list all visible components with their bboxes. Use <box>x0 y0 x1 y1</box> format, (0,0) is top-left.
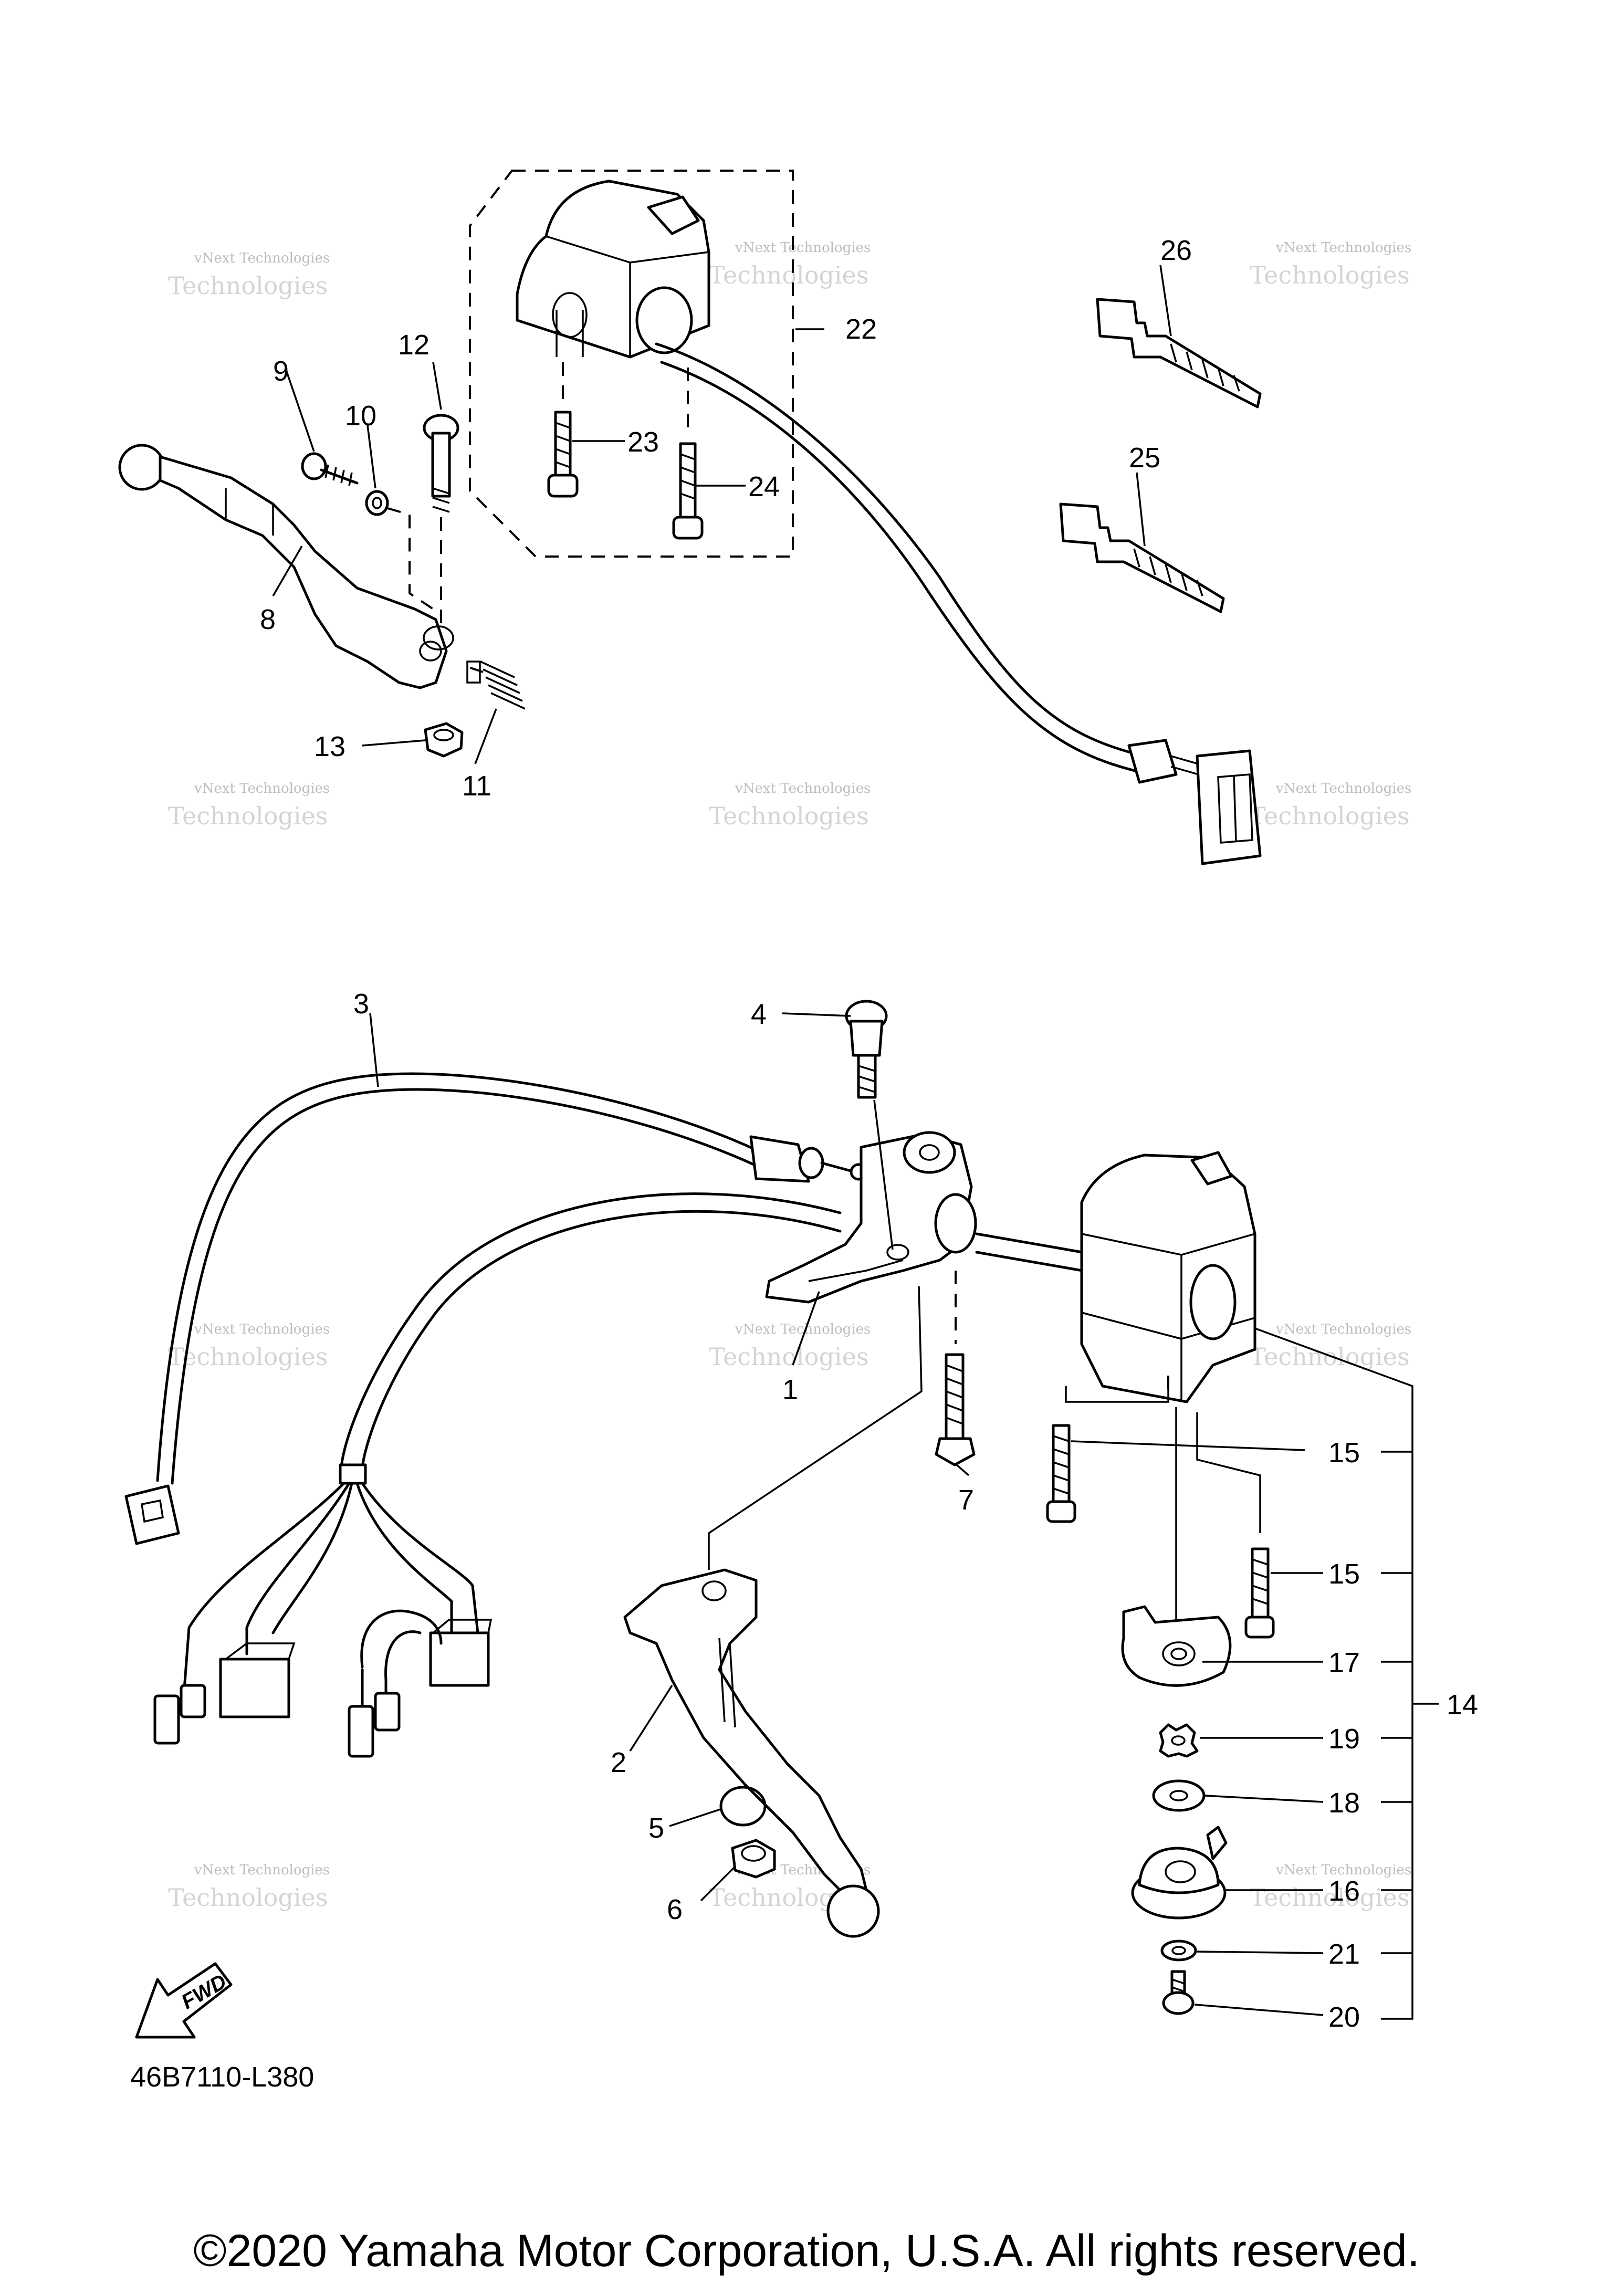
brake-lever-2 <box>623 1286 923 1938</box>
watermark-text: vNext Technologies <box>194 1862 330 1878</box>
watermark: vNext Technologies Technologies <box>709 240 871 289</box>
callout-14: 14 <box>1447 1689 1478 1721</box>
callout-18: 18 <box>1328 1787 1360 1819</box>
cable-tie-25 <box>1059 502 1225 613</box>
knob-16 <box>1131 1826 1228 1920</box>
upper-leaders <box>272 265 1172 764</box>
callout-1: 1 <box>782 1374 798 1406</box>
watermark: vNext Technologies Technologies <box>1250 240 1411 289</box>
callout-labels: 9 10 12 8 13 11 22 23 24 26 25 3 4 1 7 2… <box>260 235 1478 2033</box>
connector-22 <box>1196 749 1262 865</box>
switch-housing-17 <box>1121 1605 1232 1687</box>
cable-3 <box>124 1072 867 1545</box>
watermark: vNext Technologies Technologies <box>1250 1322 1411 1371</box>
callout-2: 2 <box>611 1747 626 1778</box>
watermark: vNext Technologies Technologies <box>168 1862 330 1912</box>
watermark-text: vNext Technologies <box>1275 1322 1411 1337</box>
callout-6: 6 <box>667 1894 683 1925</box>
callout-25: 25 <box>1129 442 1160 474</box>
collar-10 <box>365 490 442 615</box>
nut-13 <box>424 722 464 758</box>
callout-24: 24 <box>748 471 780 502</box>
watermark-text: vNext Technologies <box>735 1322 871 1337</box>
watermark-text: vNext Technologies <box>194 1322 330 1337</box>
callout-17: 17 <box>1328 1647 1360 1679</box>
handlebar-switch-22 <box>516 180 710 359</box>
watermark: vNext Technologies Technologies <box>168 250 330 300</box>
switch-group-boundary <box>469 170 794 558</box>
lower-leaders <box>369 1012 1439 2020</box>
callout-8: 8 <box>260 604 276 635</box>
callout-20: 20 <box>1328 2001 1360 2033</box>
watermark-text: Technologies <box>709 261 868 289</box>
callout-9: 9 <box>273 355 289 387</box>
bolt-12 <box>423 414 459 630</box>
callout-11: 11 <box>462 770 491 802</box>
screw-15-left <box>1046 1386 1169 1523</box>
callout-12: 12 <box>398 329 430 361</box>
watermark: vNext Technologies Technologies <box>168 781 330 830</box>
callout-16: 16 <box>1328 1875 1360 1907</box>
watermark-text: Technologies <box>1250 1883 1409 1912</box>
watermark-text: Technologies <box>1250 261 1409 289</box>
screw-23 <box>547 362 579 498</box>
cable-tie-26 <box>1096 298 1262 408</box>
callout-15b: 15 <box>1328 1558 1360 1590</box>
watermark-text: Technologies <box>709 1343 868 1371</box>
watermark-text: Technologies <box>1250 802 1409 830</box>
star-washer-19 <box>1159 1723 1199 1758</box>
callout-7: 7 <box>958 1484 974 1516</box>
callout-15a: 15 <box>1328 1437 1360 1469</box>
switch-22-cable <box>655 342 1262 865</box>
watermark-text: Technologies <box>168 271 328 300</box>
watermark-text: vNext Technologies <box>1275 240 1411 256</box>
diagram-code: 46B7110-L380 <box>130 2061 315 2093</box>
lever-perch-harness <box>153 1192 842 1758</box>
screw-15-right <box>1196 1412 1275 1639</box>
watermark: vNext Technologies Technologies <box>1250 781 1411 830</box>
callout-23: 23 <box>627 426 659 458</box>
copyright-notice: ©2020 Yamaha Motor Corporation, U.S.A. A… <box>193 2226 1420 2276</box>
callout-21: 21 <box>1328 1938 1360 1970</box>
watermark-text: vNext Technologies <box>735 781 871 796</box>
lever-bracket-1 <box>765 1131 977 1304</box>
washer-18 <box>1152 1779 1206 1812</box>
callout-4: 4 <box>751 999 767 1030</box>
watermark: vNext Technologies Technologies <box>1250 1862 1411 1912</box>
watermark-text: Technologies <box>709 802 868 830</box>
callout-19: 19 <box>1328 1723 1360 1755</box>
watermark-text: Technologies <box>168 1883 328 1912</box>
callout-13: 13 <box>314 731 345 762</box>
watermark-text: Technologies <box>168 1343 328 1371</box>
screw-20 <box>1162 1970 1195 2015</box>
watermark-text: Technologies <box>168 802 328 830</box>
watermark-text: vNext Technologies <box>1275 781 1411 796</box>
screw-7 <box>935 1271 976 1466</box>
callout-5: 5 <box>648 1812 664 1844</box>
callout-22: 22 <box>845 313 877 345</box>
watermark-text: vNext Technologies <box>1275 1862 1411 1878</box>
watermark-text: vNext Technologies <box>194 250 330 266</box>
o-ring-5 <box>719 1786 767 1827</box>
screw-9 <box>301 452 359 486</box>
callout-10: 10 <box>345 400 376 432</box>
handlebar-switch-14 <box>975 1151 1256 1403</box>
callout-26: 26 <box>1160 235 1192 266</box>
clutch-lever-8 <box>118 444 481 689</box>
screw-24 <box>672 368 704 540</box>
nut-6 <box>731 1839 776 1879</box>
watermark-text: vNext Technologies <box>194 781 330 796</box>
fwd-arrow-icon: FWD <box>135 1962 233 2039</box>
washer-21 <box>1160 1939 1197 1962</box>
watermark-text: vNext Technologies <box>735 240 871 256</box>
callout-3: 3 <box>353 988 369 1020</box>
spring-11 <box>467 661 526 710</box>
watermark: vNext Technologies Technologies <box>709 781 871 830</box>
watermark: vNext Technologies Technologies <box>168 1322 330 1371</box>
watermark: vNext Technologies Technologies <box>709 1322 871 1371</box>
